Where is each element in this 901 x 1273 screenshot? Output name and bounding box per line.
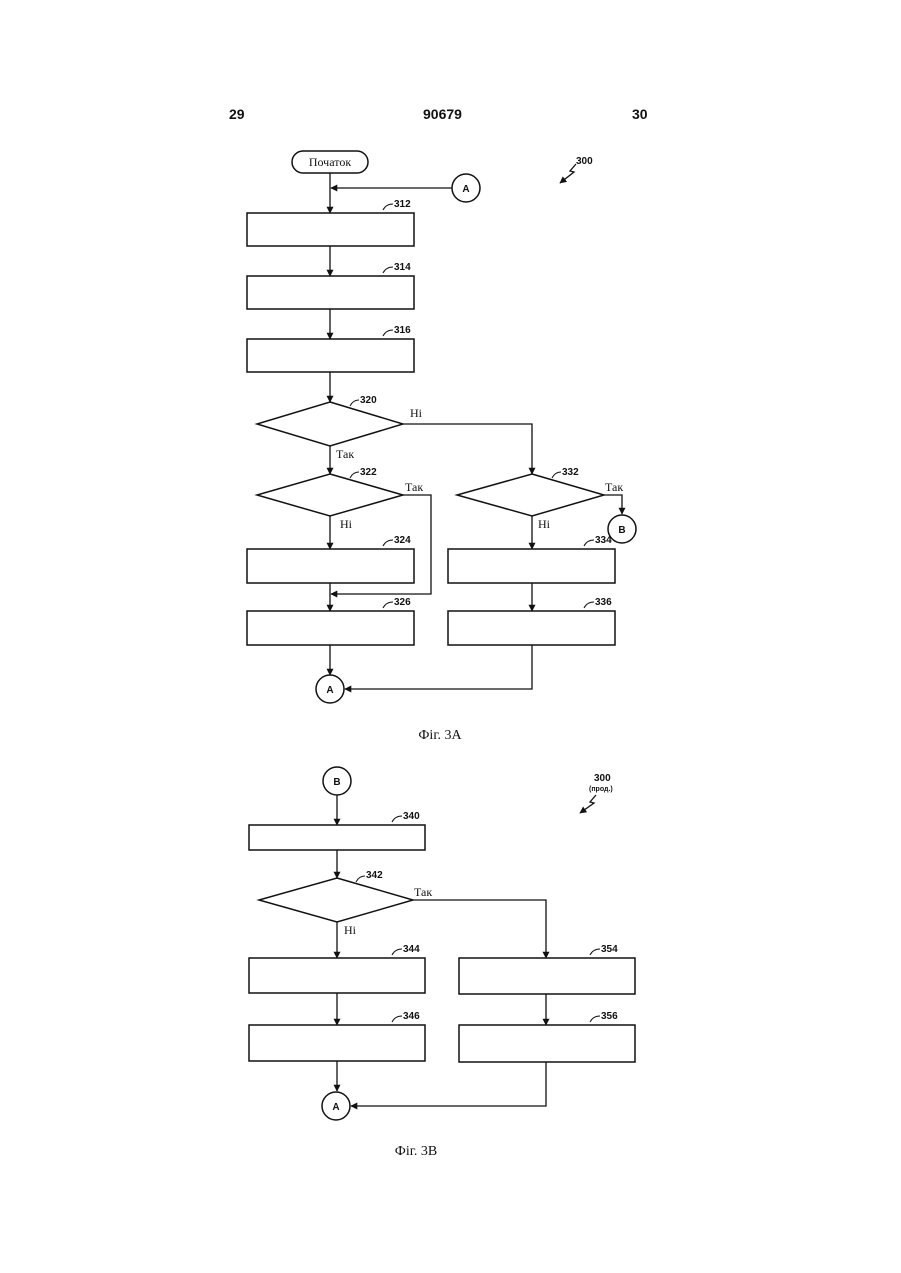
connector-b-label: B	[618, 525, 625, 536]
lead-312	[383, 204, 393, 210]
lead-320	[350, 400, 359, 406]
edge-320-332	[403, 424, 532, 474]
lead-344	[392, 949, 402, 955]
figure-3a-caption: Фіг. 3А	[418, 728, 462, 743]
ref-332: 332	[562, 467, 579, 478]
process-box-354	[459, 958, 635, 994]
lead-316	[383, 330, 393, 336]
edge-336-a	[345, 645, 532, 689]
ref-314: 314	[394, 262, 411, 273]
connector-a-bottom-3b-label: A	[332, 1102, 339, 1113]
decision-322	[257, 474, 403, 516]
process-box-324	[247, 549, 414, 583]
process-box-344	[249, 958, 425, 993]
label-322-no: Ні	[340, 517, 353, 531]
process-box-314	[247, 276, 414, 309]
figure-3a: Початок 300 A 312 314 316	[247, 151, 636, 743]
ref-346: 346	[403, 1011, 420, 1022]
label-342-yes: Так	[414, 885, 432, 899]
ref-344: 344	[403, 944, 420, 955]
edge-356-a	[351, 1062, 546, 1106]
ref-342: 342	[366, 870, 383, 881]
process-box-356	[459, 1025, 635, 1062]
ref-336: 336	[595, 597, 612, 608]
connector-b-top-label: B	[333, 777, 340, 788]
decision-342	[259, 878, 413, 922]
process-box-336	[448, 611, 615, 645]
lead-340	[392, 816, 402, 822]
lead-356	[590, 1016, 600, 1022]
edge-342-354	[413, 900, 546, 958]
process-box-316	[247, 339, 414, 372]
lead-324	[383, 540, 393, 546]
ref-300-arrow	[560, 164, 576, 183]
lead-326	[383, 602, 393, 608]
ref-340: 340	[403, 811, 420, 822]
lead-342	[356, 876, 365, 882]
figure-3b-caption: Фіг. 3В	[395, 1144, 437, 1159]
ref-300-cont: 300	[594, 773, 611, 784]
label-320-no: Ні	[410, 406, 423, 420]
label-332-no: Ні	[538, 517, 551, 531]
lead-336	[584, 602, 594, 608]
label-320-yes: Так	[336, 447, 354, 461]
lead-322	[350, 472, 359, 478]
process-box-312	[247, 213, 414, 246]
edge-332-b	[604, 495, 622, 514]
lead-334	[584, 540, 594, 546]
ref-300-cont-sub: (прод.)	[589, 786, 613, 793]
decision-332	[457, 474, 604, 516]
start-label: Початок	[309, 155, 351, 169]
ref-324: 324	[394, 535, 411, 546]
figure-3b: B 300 (прод.) 340 342 Так Ні 344	[249, 767, 635, 1159]
ref-320: 320	[360, 395, 377, 406]
label-322-yes: Так	[405, 480, 423, 494]
label-332-yes: Так	[605, 480, 623, 494]
ref-354: 354	[601, 944, 618, 955]
connector-a-top-label: A	[462, 184, 469, 195]
label-342-no: Ні	[344, 923, 357, 937]
ref-322: 322	[360, 467, 377, 478]
ref-312: 312	[394, 199, 411, 210]
process-box-346	[249, 1025, 425, 1061]
decision-320	[257, 402, 403, 446]
lead-314	[383, 267, 393, 273]
connector-a-bottom-label: A	[326, 685, 333, 696]
lead-346	[392, 1016, 402, 1022]
ref-356: 356	[601, 1011, 618, 1022]
ref-300-cont-arrow	[580, 795, 596, 813]
ref-334: 334	[595, 535, 612, 546]
ref-326: 326	[394, 597, 411, 608]
process-box-340	[249, 825, 425, 850]
process-box-334	[448, 549, 615, 583]
ref-300: 300	[576, 156, 593, 167]
lead-332	[552, 472, 561, 478]
ref-316: 316	[394, 325, 411, 336]
process-box-326	[247, 611, 414, 645]
lead-354	[590, 949, 600, 955]
